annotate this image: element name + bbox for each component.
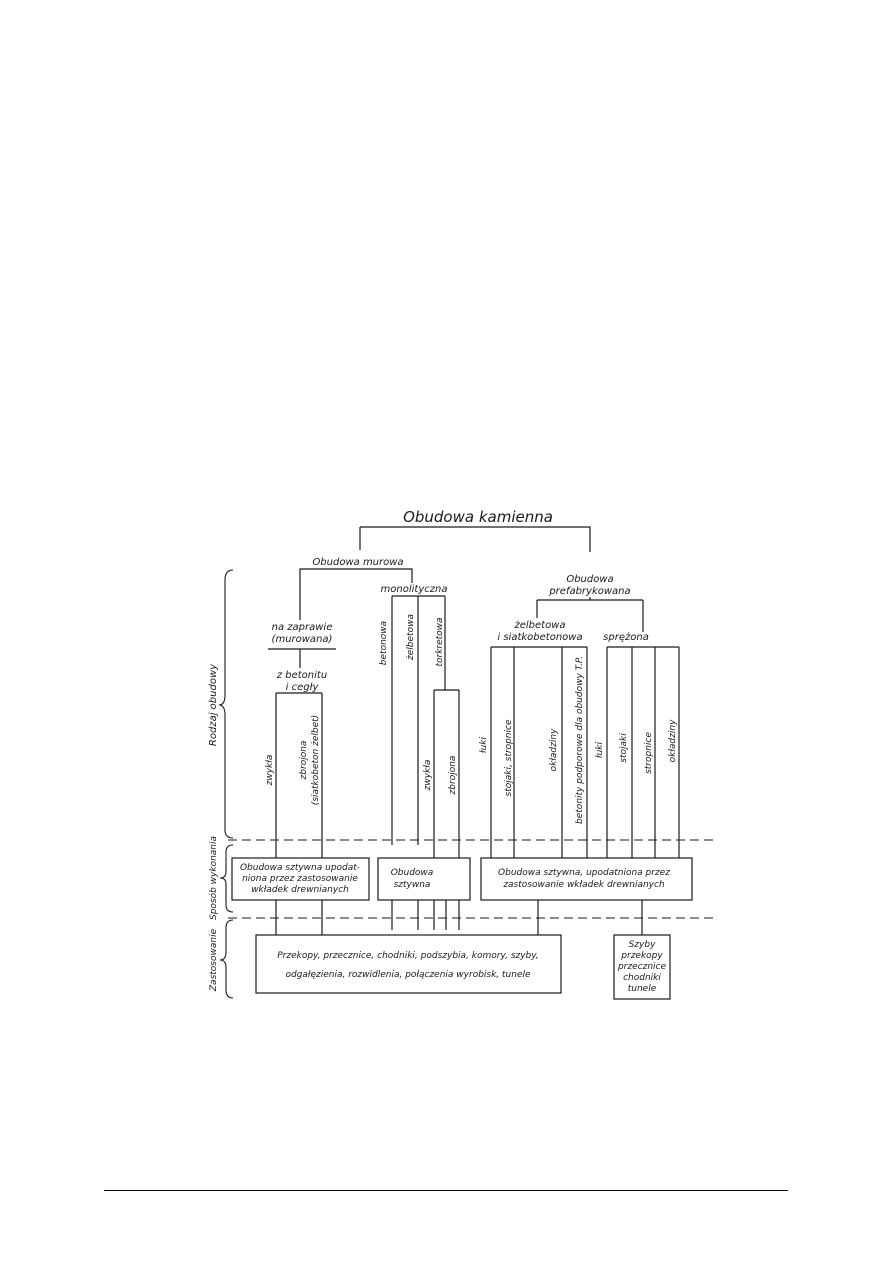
label-sprezona: sprężona	[603, 632, 649, 643]
box-zastosowanie-main	[255, 934, 562, 994]
label-v-zbrojona-2b: zbrojona	[448, 756, 458, 796]
box-obudowa-sztywna	[377, 857, 471, 901]
label-v-zbrojona-2: (siatkobeton żelbet)	[311, 715, 321, 805]
connector-monolityczna	[391, 595, 446, 845]
box1-text-3: wkładek drewnianych	[251, 885, 349, 895]
box-obudowa-sztywna-prefab	[480, 857, 693, 901]
label-v-torkretowa: torkretowa	[435, 617, 445, 666]
label-z-betonitu-1: z betonitu	[276, 670, 327, 681]
label-na-zaprawie-1: na zaprawie	[272, 622, 333, 633]
connector-zelbetowa	[490, 646, 588, 858]
box-obudowa-sztywna-upodatniona	[231, 857, 370, 901]
label-v-stropnice: stropnice	[644, 732, 654, 774]
label-v-zbrojona-1: zbrojona	[299, 741, 309, 781]
box2-text-1: Obudowa	[391, 868, 434, 878]
side-label-rodzaj: Rodzaj obudowy	[208, 663, 219, 746]
label-v-okladziny-1: okładziny	[549, 728, 559, 771]
footer-rule	[104, 1190, 788, 1191]
label-v-zwykla-2: zwykła	[423, 760, 433, 792]
box1-text-1: Obudowa sztywna upodat-	[240, 863, 360, 873]
connector-prefab	[536, 597, 644, 632]
diagram-title: Obudowa kamienna	[403, 508, 553, 526]
connector-lower-monolit	[391, 900, 460, 930]
label-monolityczna: monolityczna	[381, 584, 448, 595]
box4-text-2: odgałęzienia, rozwidlenia, połączenia wy…	[285, 970, 531, 980]
box2-text-2: sztywna	[394, 880, 431, 890]
connector-na-zaprawie	[268, 648, 336, 668]
label-v-zelbetowa: żelbetowa	[406, 614, 416, 661]
label-z-betonitu-2: i cegły	[286, 682, 320, 693]
label-v-betonity: betonity podporowe dla obudowy T.P.	[575, 656, 585, 824]
brace-zastosowanie	[219, 919, 234, 999]
connector-box1-box4	[275, 900, 323, 935]
label-murowa: Obudowa murowa	[312, 557, 403, 568]
connector-top	[359, 526, 591, 552]
side-label-zastosowanie: Zastosowanie	[209, 928, 219, 992]
label-na-zaprawie-2: (murowana)	[272, 634, 333, 645]
box5-text-5: tunele	[628, 984, 657, 994]
brace-rodzaj	[218, 569, 234, 839]
box1-text-2: niona przez zastosowanie	[242, 874, 358, 884]
box3-text-2: zastosowanie wkładek drewnianych	[502, 880, 665, 890]
connector-sprezona	[606, 646, 680, 858]
box5-text-1: Szyby	[629, 940, 656, 950]
label-v-zwykla-1: zwykła	[265, 755, 275, 787]
label-v-luki-1: łuki	[479, 737, 489, 754]
label-v-okladziny-2: okładziny	[668, 719, 678, 762]
box5-text-3: przecznice	[617, 962, 666, 972]
label-zelbetowa-1: żelbetowa	[513, 620, 565, 631]
label-v-stojaki: stojaki	[619, 733, 629, 763]
label-zelbetowa-2: i siatkobetonowa	[497, 632, 582, 643]
box3-text-1: Obudowa sztywna, upodatniona przez	[498, 868, 670, 878]
label-prefab-1: Obudowa	[566, 574, 613, 585]
box5-text-4: chodniki	[623, 973, 661, 983]
box-zastosowanie-prefab	[613, 934, 671, 1000]
connector-murowa	[299, 568, 413, 620]
box4-text-1: Przekopy, przecznice, chodniki, podszybi…	[277, 951, 539, 961]
connector-z-betonitu	[275, 692, 323, 858]
box5-text-2: przekopy	[620, 951, 663, 961]
label-v-stojaki-stropnice: stojaki, stropnice	[504, 719, 514, 796]
side-label-sposob: Sposób wykonania	[208, 836, 219, 920]
brace-sposob	[219, 844, 234, 913]
connector-torkretowa	[433, 689, 460, 858]
label-prefab-2: prefabrykowana	[548, 586, 630, 597]
label-v-luki-2: łuki	[595, 742, 605, 759]
label-v-betonowa: betonowa	[379, 621, 389, 665]
